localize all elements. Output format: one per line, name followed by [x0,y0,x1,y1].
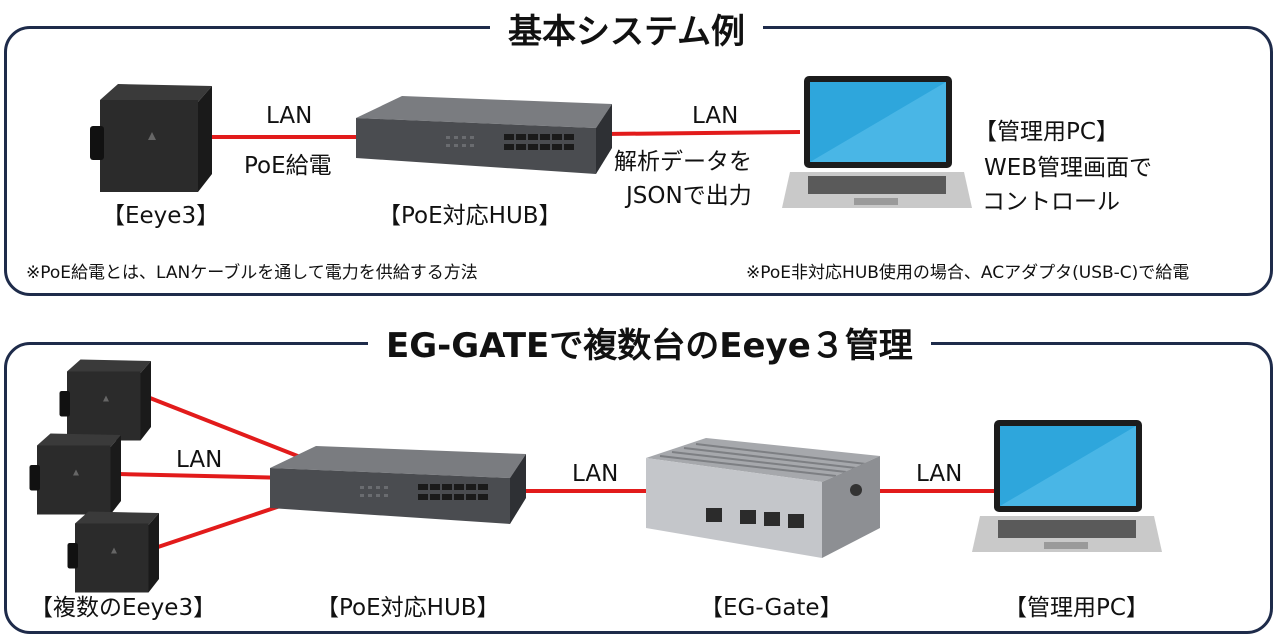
eeye3-camera [88,82,216,198]
link1-lan-label: LAN [266,103,313,129]
management-pc-bottom-label: 【管理用PC】 [1004,595,1149,621]
multiple-eeye3-label: 【複数のEeye3】 [30,595,217,621]
link1-poe-label: PoE給電 [244,153,332,179]
eeye3-camera-2 [26,432,126,520]
poe-hub-bottom [270,446,526,542]
pc-label-line3: コントロール [982,189,1120,215]
eeye3-camera-3 [64,510,164,598]
basic-system-title: 基本システム例 [490,12,763,52]
bottom-link2-lan-label: LAN [572,461,619,487]
link2-lan-label: LAN [692,103,739,129]
link2-json-line2: JSONで出力 [626,183,752,209]
pc-label-line2: WEB管理画面で [984,155,1153,181]
eeye3-camera-1 [56,358,156,446]
cable-cam1-hub [149,396,319,466]
eg-gate-device [646,438,882,564]
eg-gate-title: EG-GATEで複数台のEeye３管理 [368,326,931,366]
note-ac-adapter: ※PoE非対応HUB使用の場合、ACアダプタ(USB-C)で給電 [746,263,1190,283]
poe-hub [356,96,612,192]
eeye3-label: 【Eeye3】 [102,203,220,229]
bottom-link3-lan-label: LAN [916,461,963,487]
note-poe-explanation: ※PoE給電とは、LANケーブルを通して電力を供給する方法 [26,263,478,283]
cable-cam2-hub [117,472,291,480]
poe-hub-label: 【PoE対応HUB】 [378,203,562,229]
pc-label-line1: 【管理用PC】 [974,119,1119,145]
bottom-link1-lan-label: LAN [176,447,223,473]
link2-json-line1: 解析データを [614,149,752,175]
poe-hub-bottom-label: 【PoE対応HUB】 [316,595,500,621]
cable-hub-pc-top [604,130,801,136]
management-pc-laptop [782,76,972,218]
management-pc-laptop-bottom [972,420,1162,562]
eg-gate-label: 【EG-Gate】 [700,595,843,621]
cable-cam3-hub [154,500,293,550]
